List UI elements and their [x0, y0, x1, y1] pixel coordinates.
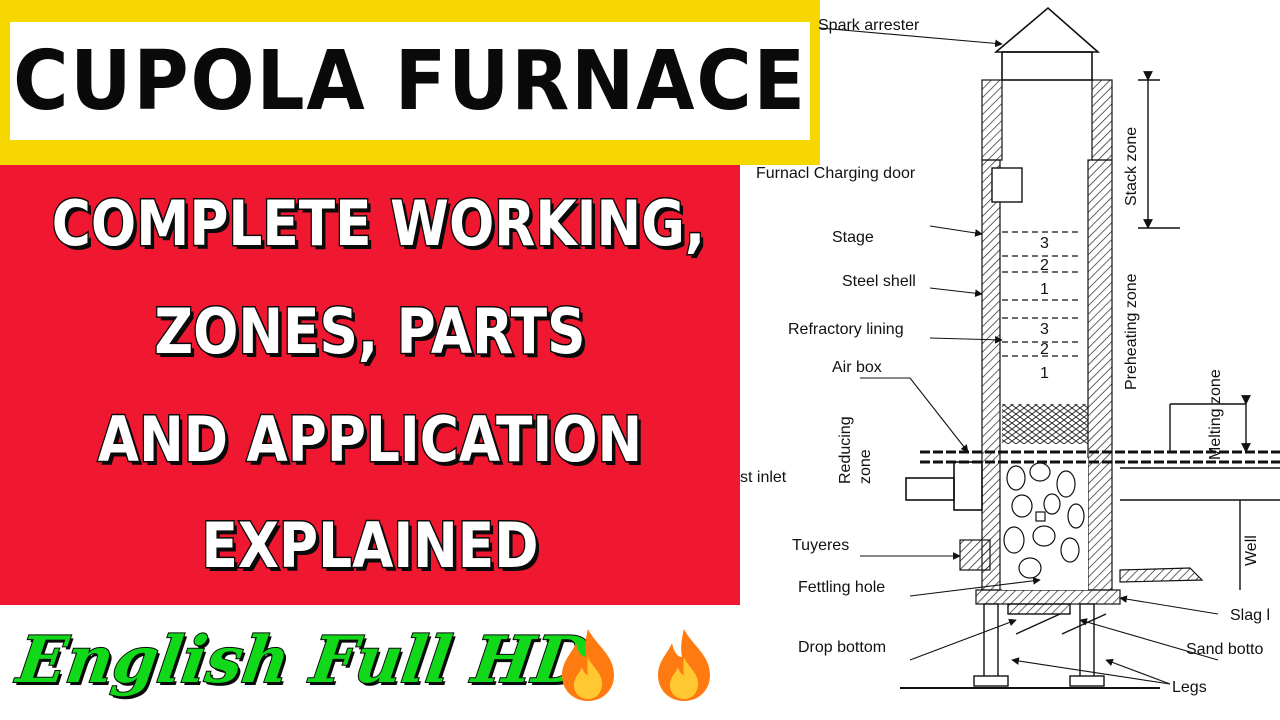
svg-text:2: 2	[1040, 257, 1049, 274]
label-slag: Slag l	[1230, 607, 1270, 624]
label-steel-shell: Steel shell	[842, 273, 916, 290]
label-fettling-hole: Fettling hole	[798, 579, 885, 596]
label-reducing-zone-2: zone	[857, 449, 874, 484]
label-drop-bottom: Drop bottom	[798, 639, 886, 656]
label-reducing-zone-1: Reducing	[837, 416, 854, 484]
title-band: CUPOLA FURNACE	[0, 0, 820, 165]
spark-arrester-shape	[993, 6, 1101, 81]
label-melting-zone: Melting zone	[1207, 369, 1224, 460]
subtitle-panel: COMPLETE WORKING, ZONES, PARTS AND APPLI…	[0, 165, 740, 605]
label-air-box: Air box	[832, 359, 882, 376]
title-box: CUPOLA FURNACE	[10, 22, 810, 140]
zone-dimensions	[1138, 71, 1251, 590]
label-stack-zone: Stack zone	[1123, 127, 1140, 206]
subtitle-line-4: EXPLAINED	[200, 509, 540, 582]
label-stage: Stage	[832, 229, 874, 246]
english-full-hd-badge: English Full HD	[12, 622, 596, 699]
badge-band: English Full HD	[0, 605, 740, 720]
label-refractory-lining: Refractory lining	[788, 321, 904, 338]
subtitle-line-1: COMPLETE WORKING,	[51, 187, 707, 260]
legs-shape	[973, 603, 1107, 687]
label-spark-arrester: Spark arrester	[818, 17, 920, 34]
label-blast-inlet: st inlet	[740, 469, 787, 486]
tuyere-shape	[959, 539, 991, 571]
coke-charge	[1002, 458, 1088, 590]
fire-emoji-icon	[658, 629, 710, 701]
label-legs: Legs	[1172, 679, 1207, 696]
svg-text:2: 2	[1040, 341, 1049, 358]
label-preheating-zone: Preheating zone	[1123, 273, 1140, 390]
svg-text:3: 3	[1040, 321, 1049, 338]
label-charging-door: Furnacl Charging door	[756, 165, 916, 182]
label-sand-bottom: Sand botto	[1186, 641, 1264, 658]
leader-lines	[819, 27, 1219, 685]
steel-shell-walls	[975, 79, 1121, 605]
charging-door-shape	[991, 167, 1023, 203]
air-box-shape	[905, 450, 1280, 511]
melting-bed	[1002, 404, 1088, 444]
main-title: CUPOLA FURNACE	[13, 33, 807, 129]
svg-text:3: 3	[1040, 235, 1049, 252]
fire-emoji-icon	[562, 629, 614, 701]
subtitle-line-2: ZONES, PARTS	[153, 295, 587, 368]
stage-lines	[1002, 231, 1080, 357]
svg-text:1: 1	[1040, 281, 1049, 298]
label-tuyeres: Tuyeres	[792, 537, 849, 554]
stage-numbers: 3 2 1 3 2 1	[1040, 235, 1049, 382]
label-well: Well	[1243, 535, 1260, 566]
cupola-diagram: 3 2 1 3 2 1	[740, 6, 1280, 696]
slag-spout-shape	[1119, 567, 1204, 583]
svg-text:1: 1	[1040, 365, 1049, 382]
subtitle-line-3: AND APPLICATION	[97, 403, 644, 476]
